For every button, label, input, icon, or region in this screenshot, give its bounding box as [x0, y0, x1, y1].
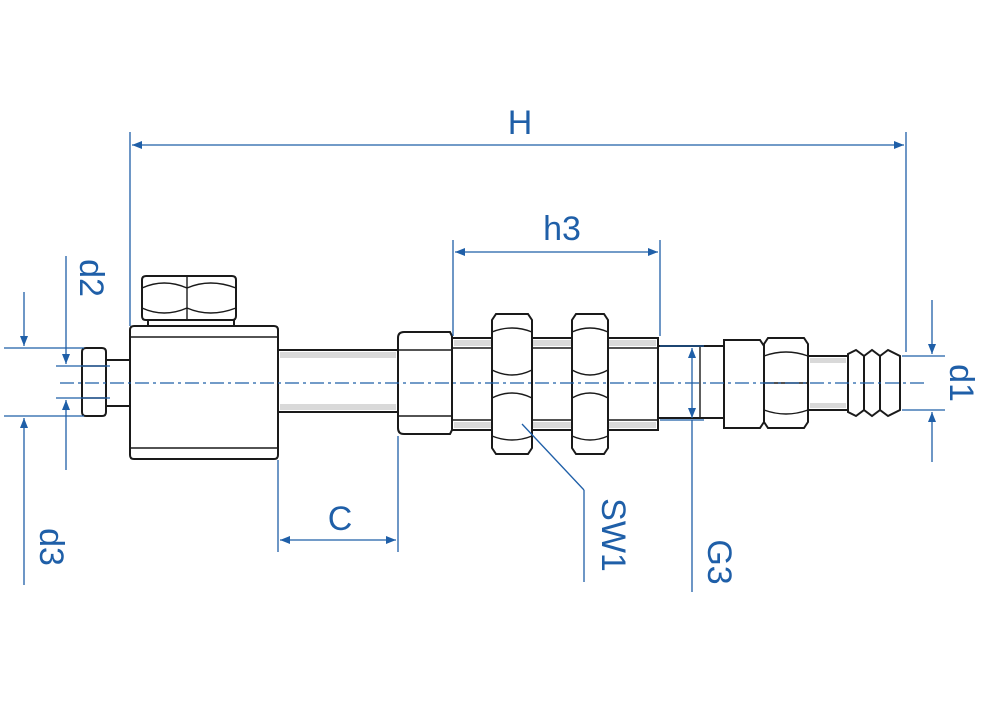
dimension-H: H — [129, 104, 907, 352]
connector-stem — [657, 339, 765, 429]
vacuum-fitting-part — [81, 275, 901, 460]
label-h3: h3 — [543, 210, 581, 248]
label-d3: d3 — [32, 528, 70, 566]
shaft — [277, 349, 399, 413]
dimension-SW1: SW1 — [521, 423, 632, 582]
hex-nut-1 — [491, 313, 533, 455]
top-hex-nut — [141, 275, 237, 327]
collar — [397, 331, 453, 435]
label-C: C — [328, 500, 353, 538]
dimension-d1: d1 — [902, 300, 980, 462]
dimension-G3: G3 — [660, 345, 738, 592]
label-SW1: SW1 — [594, 498, 632, 572]
dimension-d2: d2 — [56, 256, 110, 470]
hex-nut-2 — [571, 313, 609, 455]
label-G3: G3 — [700, 539, 738, 584]
main-body — [129, 325, 279, 460]
dimension-d3: d3 — [4, 292, 84, 585]
label-d1: d1 — [942, 364, 980, 402]
threaded-sleeve — [451, 337, 659, 431]
dimension-h3: h3 — [452, 210, 661, 336]
label-d2: d2 — [72, 259, 110, 297]
end-plug — [81, 347, 131, 417]
label-H: H — [508, 104, 533, 142]
dimension-C: C — [277, 436, 399, 552]
